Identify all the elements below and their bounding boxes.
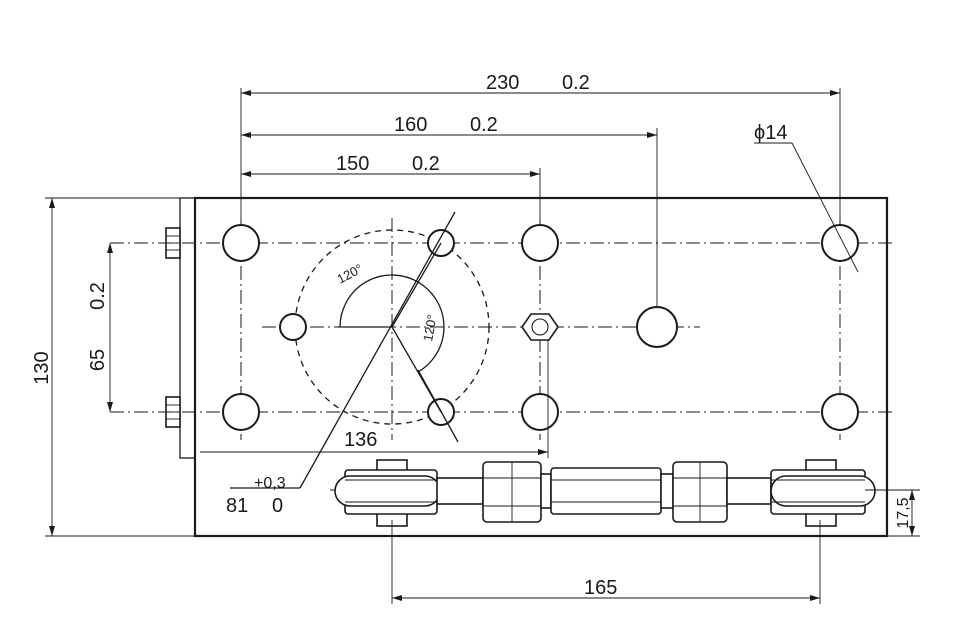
hole-br-inner (521, 393, 559, 431)
rod-left (436, 477, 484, 505)
dim-81-tol-lower: 0 (272, 495, 283, 517)
side-bracket (179, 197, 196, 459)
pitch-circle (294, 229, 490, 425)
dim-150-value: 150 (336, 153, 369, 175)
rod-assembly (330, 459, 900, 527)
dim-230 (240, 88, 841, 225)
dim-17-5 (865, 489, 920, 537)
rod-nut-right (672, 461, 728, 523)
dim-160-tol: 0.2 (470, 114, 498, 136)
hole-corner-br (821, 393, 859, 431)
dim-136-value: 136 (344, 429, 377, 451)
dim-17-5-value: 17,5 (895, 497, 912, 528)
dim-150 (241, 168, 541, 225)
hole-corner-tl (222, 224, 260, 262)
hole-corner-tr (821, 224, 859, 262)
hole-center-large (636, 306, 678, 348)
dim-dia14-value: ϕ14 (754, 122, 787, 144)
dim-dia14-leader (754, 142, 859, 273)
rod-nut-left (482, 461, 542, 523)
dim-230-tol: 0.2 (562, 72, 590, 94)
dim-65-value: 65 (87, 349, 109, 371)
dim-130 (45, 197, 195, 537)
dim-65-tol: 0.2 (87, 282, 109, 310)
dim-150-tol: 0.2 (412, 153, 440, 175)
hex-nut (521, 313, 559, 341)
dim-81-tol-upper: +0,3 (254, 475, 286, 492)
dim-65 (107, 243, 113, 412)
hole-tr-inner (521, 224, 559, 262)
dim-165-value: 165 (584, 577, 617, 599)
dim-136 (200, 340, 549, 458)
dim-81-value: 81 (226, 495, 248, 517)
hole-corner-bl (222, 393, 260, 431)
side-bolt-bottom (165, 396, 181, 428)
leader-81 (299, 211, 456, 489)
rod-right (726, 477, 772, 505)
dim-160-value: 160 (394, 114, 427, 136)
angle-label-2: 120° (420, 313, 439, 342)
dim-130-value: 130 (31, 351, 53, 384)
turnbuckle-body (540, 467, 674, 515)
dim-230-value: 230 (486, 72, 519, 94)
clevis-left (334, 459, 441, 527)
clevis-right (770, 459, 876, 527)
dim-165 (391, 520, 821, 604)
angle-label-1: 120° (334, 261, 365, 287)
dim-160 (241, 128, 658, 307)
pcd-hole-left (279, 313, 307, 341)
